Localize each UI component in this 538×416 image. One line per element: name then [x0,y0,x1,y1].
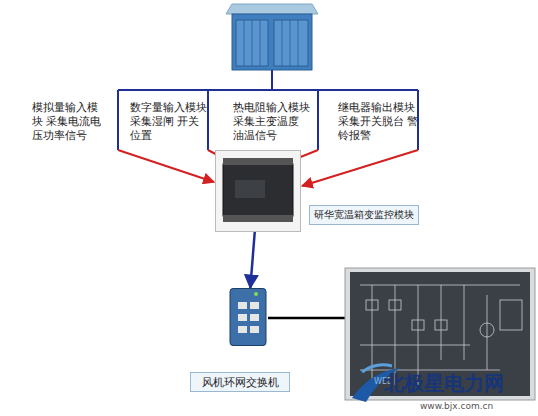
switch-body [230,289,266,346]
transformer-roof [226,4,318,14]
module-note: 继电器输出模块 采集开关脱台 警铃报警 [338,100,420,142]
module-frame [216,151,301,232]
switch-port [238,326,247,333]
node-label: 风机环网交换机 [190,372,290,392]
switch-port [250,302,259,309]
screen-schematic [360,285,522,385]
module-note: 数字量输入模块 采集湿闸 开关位置 [130,100,210,142]
module-panel [235,180,265,198]
terminal-strip [223,158,293,165]
box-transformer [226,4,318,70]
switch-port [250,326,259,333]
transformer-grille [244,20,298,66]
monitor-module: 研华宽温箱变监控模块 [215,150,301,232]
data-link-arrow [250,232,254,288]
transformer-door [274,20,308,66]
module-body [223,164,293,216]
network-cable [268,317,346,320]
switch-port [250,314,259,321]
watermark-logo [362,365,392,372]
switch-port [238,314,247,321]
terminal-strip [223,215,293,222]
node-label: 研华宽温箱变监控模块 [309,205,419,225]
ring-switch: 风机环网交换机 [226,288,270,346]
status-led [254,292,258,296]
switch-shape [226,288,270,346]
switch-port [238,302,247,309]
transformer-body [232,14,312,70]
module-note: 热电阻输入模块 采集主变温度 油温信号 [233,100,313,142]
transformer-door [236,20,268,66]
watermark-text: 北极星电力网 [384,370,538,397]
watermark-url: www.bjx.com.cn [420,400,530,412]
module-shape [215,150,301,232]
module-note: 模拟量输入模块 采集电流电压功率信号 [32,100,106,142]
